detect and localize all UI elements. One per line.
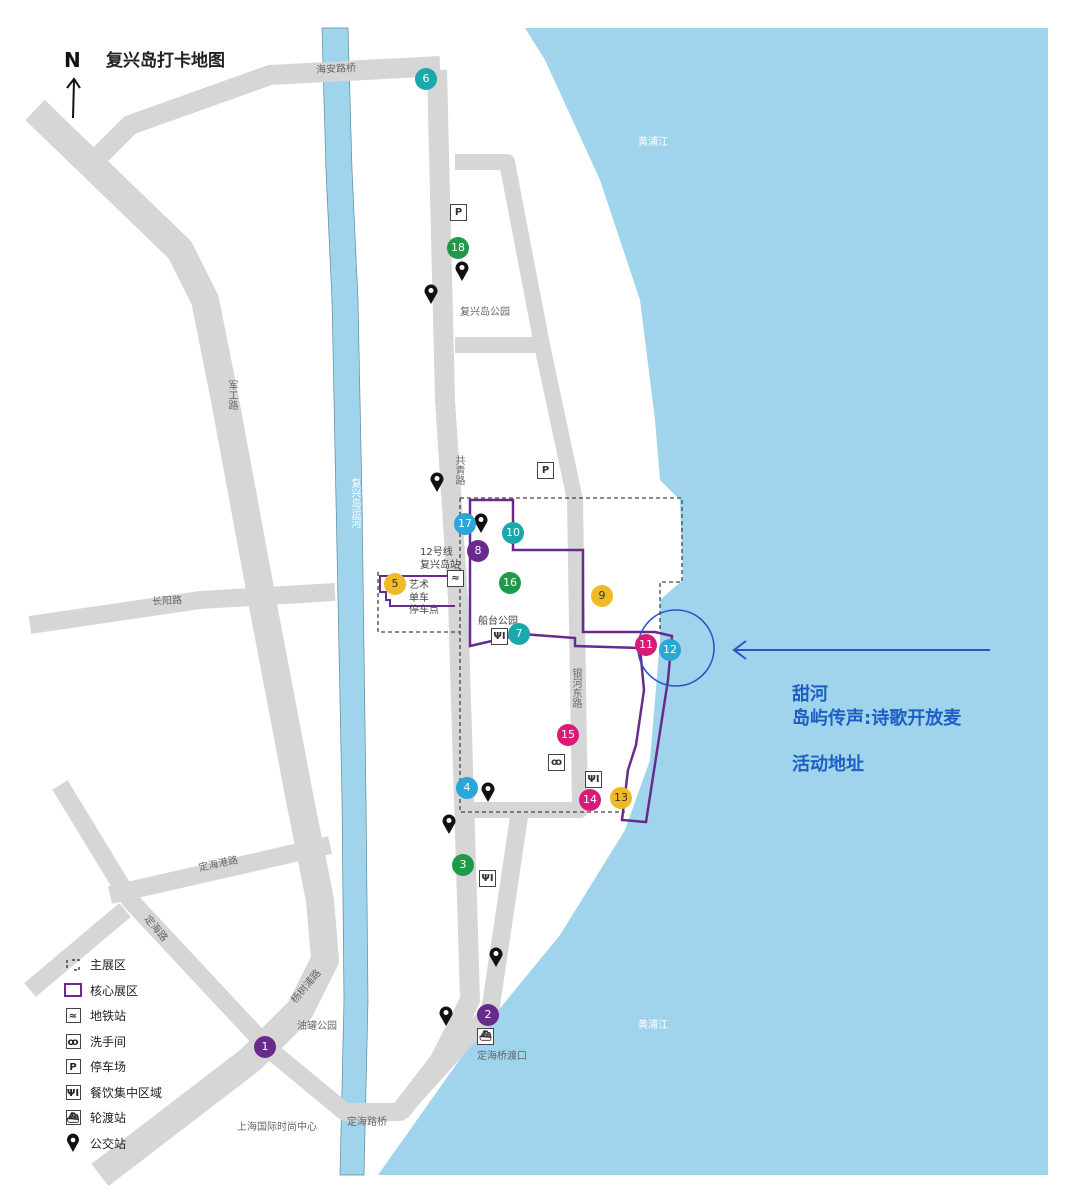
legend-item: 核心展区: [64, 978, 162, 1004]
legend-item: 公交站: [64, 1131, 162, 1157]
callout-line-3: 活动地址: [792, 754, 864, 775]
poi-marker-3[interactable]: 3: [452, 854, 474, 876]
legend-label: 地铁站: [90, 1009, 127, 1024]
road-haian: [87, 56, 441, 168]
food-icon: ΨΙ: [585, 771, 602, 788]
label-ferry-dock: 定海桥渡口: [477, 1051, 527, 1062]
callout-arrow-head: [732, 640, 747, 660]
legend-label: 停车场: [90, 1060, 127, 1075]
poi-marker-1[interactable]: 1: [254, 1036, 276, 1058]
north-arrow-icon: [72, 79, 75, 119]
label-metro-line: 12号线: [420, 547, 453, 558]
legend-item: ⛴ 轮渡站: [64, 1105, 162, 1131]
poi-marker-10[interactable]: 10: [502, 522, 524, 544]
legend-label: 公交站: [90, 1136, 127, 1151]
legend: 主展区 核心展区 ≈ 地铁站 ꝏ 洗手间 P 停车场 ΨΙ 餐饮集中区域 ⛴ 轮渡站 公交…: [64, 952, 162, 1156]
label-fashion-center: 上海国际时尚中心: [237, 1122, 317, 1133]
ferry-icon: ⛴: [477, 1028, 494, 1045]
label-chuantai-park: 船台公园: [478, 616, 518, 627]
roads: [24, 56, 588, 1187]
road-gongqing: [392, 69, 480, 1119]
food-icon: ΨΙ: [491, 628, 508, 645]
label-fuxing-park: 复兴岛公园: [460, 307, 510, 318]
label-bike-1: 艺术: [409, 580, 429, 591]
road-dinghaigang: [108, 836, 332, 904]
bus-stop-icon[interactable]: [488, 946, 504, 972]
poi-marker-6[interactable]: 6: [415, 68, 437, 90]
ferry-icon: ⛴: [64, 1109, 82, 1127]
label-haian-bridge: 海安路桥: [315, 62, 357, 77]
main-zone-outline: [377, 497, 683, 813]
bus-stop-icon[interactable]: [441, 813, 457, 839]
north-label: N: [64, 48, 81, 72]
legend-label: 洗手间: [90, 1034, 127, 1049]
bus-stop-icon[interactable]: [454, 260, 470, 286]
toilet-icon: ꝏ: [548, 754, 565, 771]
parking-icon: P: [537, 462, 554, 479]
poi-marker-18[interactable]: 18: [447, 237, 469, 259]
road-park-loop: [455, 154, 550, 353]
core-zone-outline: [468, 498, 674, 824]
road-left-diag: [24, 903, 131, 997]
poi-marker-14[interactable]: 14: [579, 789, 601, 811]
huangpu-river: [378, 28, 1048, 1175]
road-jungong: [25, 99, 339, 1187]
poi-marker-11[interactable]: 11: [635, 634, 657, 656]
bus-stop-icon[interactable]: [480, 781, 496, 807]
bike-zone-outline: [379, 575, 455, 607]
label-dinghai-bridge: 定海路桥: [347, 1117, 387, 1128]
label-huangpu-bottom: 黄浦江: [638, 1020, 668, 1031]
poi-marker-8[interactable]: 8: [467, 540, 489, 562]
poi-marker-17[interactable]: 17: [454, 513, 476, 535]
road-yinhe: [465, 343, 588, 818]
label-bike-2: 单车: [409, 593, 429, 604]
label-changyang-road: 长阳路: [151, 595, 183, 608]
road-changyang: [28, 583, 336, 634]
poi-marker-9[interactable]: 9: [591, 585, 613, 607]
legend-item: ≈ 地铁站: [64, 1003, 162, 1029]
bus-stop-icon[interactable]: [429, 471, 445, 497]
poi-marker-2[interactable]: 2: [477, 1004, 499, 1026]
toilet-icon: ꝏ: [64, 1032, 82, 1050]
food-icon: ΨΙ: [64, 1083, 82, 1101]
label-huangpu-top: 黄浦江: [638, 137, 668, 148]
core-zone-icon: [64, 981, 82, 999]
label-canal: 复兴岛运河: [349, 478, 360, 528]
legend-label: 主展区: [90, 958, 127, 973]
label-youguan-park: 油罐公园: [297, 1021, 337, 1032]
poi-marker-12[interactable]: 12: [659, 639, 681, 661]
label-gongqing-road: 共青路: [453, 455, 464, 485]
food-icon: ΨΙ: [479, 870, 496, 887]
legend-item: ꝏ 洗手间: [64, 1029, 162, 1055]
legend-item: P 停车场: [64, 1054, 162, 1080]
bus-stop-icon[interactable]: [473, 512, 489, 538]
legend-item: ΨΙ 餐饮集中区域: [64, 1080, 162, 1106]
poi-marker-13[interactable]: 13: [610, 787, 632, 809]
main-zone-icon: [64, 956, 82, 974]
poi-marker-4[interactable]: 4: [456, 777, 478, 799]
legend-item: 主展区: [64, 952, 162, 978]
fuxing-canal: [321, 27, 369, 1176]
label-jungong-road: 军工路: [226, 380, 237, 410]
map-title: 复兴岛打卡地图: [106, 51, 225, 71]
legend-label: 轮渡站: [90, 1111, 127, 1126]
label-bike-3: 停车点: [409, 605, 439, 616]
callout-line-2: 岛屿传声:诗歌开放麦: [792, 708, 962, 729]
legend-label: 核心展区: [90, 983, 139, 998]
label-yinhe-road: 银河东路: [570, 668, 581, 708]
bus-stop-icon[interactable]: [438, 1005, 454, 1031]
parking-icon: P: [450, 204, 467, 221]
poi-marker-7[interactable]: 7: [508, 623, 530, 645]
metro-icon: ≈: [64, 1007, 82, 1025]
parking-icon: P: [64, 1058, 82, 1076]
bus-stop-icon[interactable]: [423, 283, 439, 309]
callout-line-1: 甜河: [792, 684, 828, 705]
poi-marker-15[interactable]: 15: [557, 724, 579, 746]
label-metro-station: 复兴岛站: [420, 560, 460, 571]
legend-label: 餐饮集中区域: [90, 1085, 163, 1100]
metro-icon: ≈: [447, 570, 464, 587]
bus-stop-icon: [64, 1133, 82, 1153]
poi-marker-16[interactable]: 16: [499, 572, 521, 594]
poi-marker-5[interactable]: 5: [384, 573, 406, 595]
